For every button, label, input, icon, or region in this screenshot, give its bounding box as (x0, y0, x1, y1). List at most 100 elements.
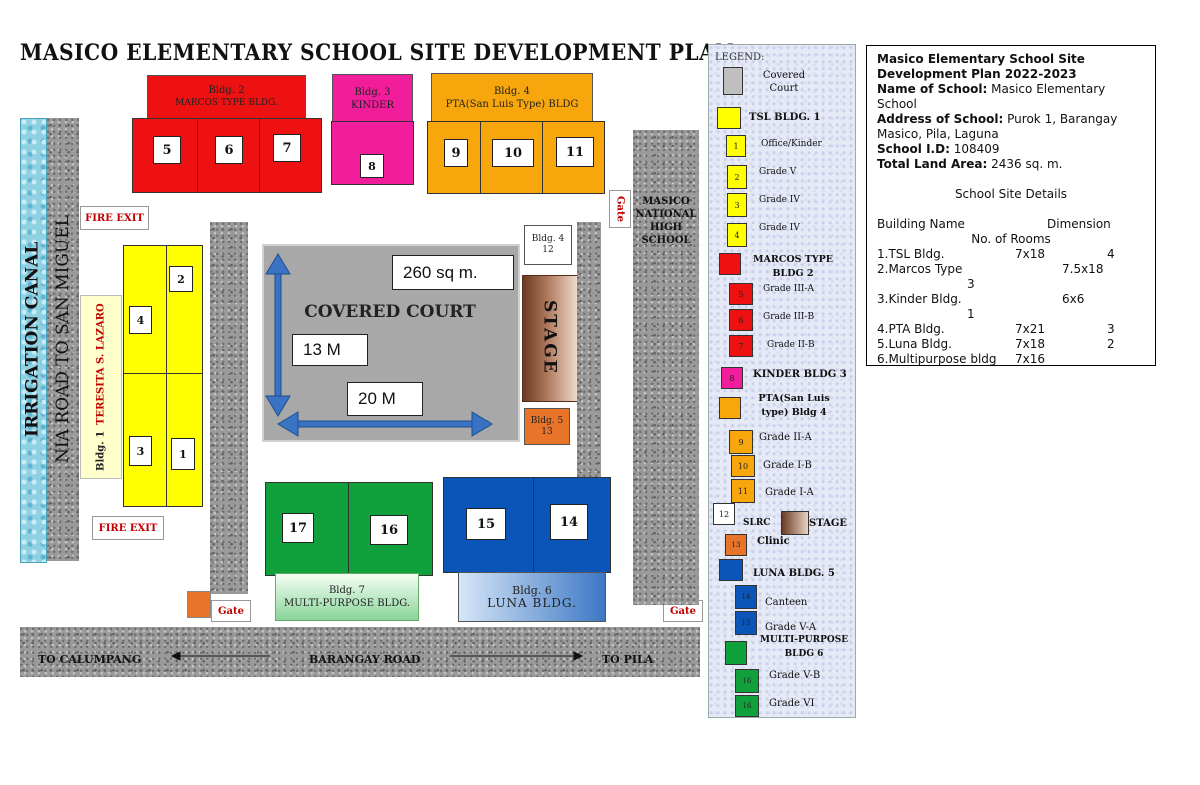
legend-text-kinder: KINDER BLDG 3 (753, 369, 847, 380)
info-id-row: School I.D: 108409 (877, 142, 1145, 157)
bldg2-label: Bldg. 2 (208, 85, 245, 96)
room-3: 3 (129, 436, 152, 466)
hs-line-2: NATIONAL (635, 209, 697, 220)
length-dimension-box: 20 M (347, 382, 423, 416)
legend-swatch-luna (719, 559, 743, 581)
room-10: 10 (492, 139, 534, 167)
legend-text-grade-vi: Grade VI (769, 698, 815, 709)
clinic-small-orange (187, 591, 211, 618)
legend-text-tsl: TSL BLDG. 1 (749, 112, 821, 123)
legend-text-luna: LUNA BLDG. 5 (753, 568, 835, 579)
info-area-row: Total Land Area: 2436 sq. m. (877, 157, 1145, 172)
bldg4b-room: 12 (542, 245, 554, 255)
info-row-rooms: 4 (1107, 247, 1115, 261)
bldg4-label: Bldg. 4 (493, 86, 531, 97)
horizontal-arrow-head-left (277, 411, 299, 437)
info-row-rooms: 3 (967, 277, 975, 291)
road-center-label: BARANGAY ROAD (309, 653, 421, 666)
room-17: 17 (282, 513, 314, 543)
info-row-name: 4.PTA Bldg. (877, 322, 945, 336)
room-1: 1 (171, 438, 195, 470)
room-7: 7 (273, 134, 301, 162)
vertical-arrow-head-top (265, 253, 291, 275)
info-title: Masico Elementary School Site Developmen… (877, 52, 1085, 81)
irrigation-canal (20, 118, 47, 563)
legend-swatch-15: 15 (735, 611, 757, 635)
bldg1-name: TERESITA S. LAZARO (95, 303, 107, 425)
room-9: 9 (444, 139, 468, 167)
horizontal-arrow-head-right (471, 411, 493, 437)
road-right-label: TO PILA (602, 653, 654, 666)
info-row-rooms: 1 (967, 307, 975, 321)
fire-exit-top: FIRE EXIT (80, 206, 149, 230)
bldg4: 9 10 11 (427, 121, 605, 194)
room-11: 11 (556, 137, 594, 167)
info-col-dim: Dimension (1047, 217, 1111, 231)
legend-swatch-11: 11 (731, 479, 755, 503)
bldg5-label: Bldg. 5 (530, 415, 564, 426)
bldg7-label-box: Bldg. 7 MULTI-PURPOSE BLDG. (275, 573, 419, 621)
road-arrows (170, 651, 584, 661)
walkway-left (210, 222, 248, 594)
bldg4b-box: Bldg. 4 12 (524, 225, 572, 265)
info-row-name: 5.Luna Bldg. (877, 337, 952, 351)
room-16: 16 (370, 515, 408, 545)
legend-text-slrc: SLRC (743, 518, 771, 528)
width-dimension-box: 13 M (292, 334, 368, 366)
legend-swatch-stage (781, 511, 809, 535)
room-4: 4 (129, 306, 152, 334)
vertical-arrow-shaft (274, 271, 282, 399)
area-box: 260 sq m. (392, 255, 514, 290)
legend-text-grade-ii-a: Grade II-A (759, 432, 812, 443)
info-address-label: Address of School: (877, 112, 1004, 126)
info-col-name: Building Name (877, 217, 965, 231)
info-row-name: 1.TSL Bldg. (877, 247, 945, 261)
legend-text-office: Office/Kinder (761, 139, 822, 149)
room-14: 14 (550, 504, 588, 540)
info-row-rooms: 3 (1107, 322, 1115, 336)
info-id-value: 108409 (953, 142, 1000, 156)
nia-road (47, 118, 79, 561)
hs-line-1: MASICO (642, 196, 690, 207)
bldg6-label: Bldg. 6 (512, 584, 552, 597)
masico-high-school (633, 130, 699, 605)
bldg2-name: MARCOS TYPE BLDG. (175, 98, 278, 108)
room-6: 6 (215, 136, 243, 164)
legend-text-marcos: MARCOS TYPE BLDG 2 (752, 254, 834, 279)
road-arrow-left-head (170, 651, 181, 661)
bldg1-label: Bldg. 1 (95, 430, 107, 471)
info-row-dim: 7.5x18 (1062, 262, 1104, 276)
legend-text-grade-i-b: Grade I-B (763, 460, 812, 471)
walkway-right (577, 222, 601, 484)
legend-text-grade-iv-a: Grade IV (759, 195, 800, 205)
bldg4-label-box: Bldg. 4 PTA(San Luis Type) BLDG (431, 73, 593, 123)
legend-swatch-tsl (717, 107, 741, 129)
legend-swatch-1: 1 (726, 135, 746, 157)
bldg2: 5 6 7 (132, 118, 322, 193)
bldg7-name: MULTI-PURPOSE BLDG. (283, 598, 411, 609)
legend-swatch-9: 9 (729, 430, 753, 454)
bldg3-label: Bldg. 3 (354, 86, 391, 98)
info-name-row: Name of School: Masico Elementary School (877, 82, 1145, 112)
dimension-arrows (265, 253, 493, 437)
room-8: 8 (360, 154, 384, 178)
info-row-dim: 7x18 (1015, 337, 1046, 351)
vertical-arrow-head-bottom (265, 395, 291, 417)
legend-swatch-5: 5 (729, 283, 753, 305)
bldg7: 17 16 (265, 482, 433, 576)
info-panel: Masico Elementary School Site Developmen… (866, 45, 1156, 366)
legend-text-canteen: Canteen (765, 597, 808, 608)
legend-swatch-4: 4 (727, 223, 747, 247)
legend-text-grade-v-a: Grade V-A (765, 622, 817, 633)
legend-text-stage: STAGE (809, 518, 848, 529)
legend-text-grade-iii-b: Grade III-B (763, 312, 815, 322)
fire-exit-bottom-label: FIRE EXIT (98, 522, 158, 534)
gate-left: Gate (211, 600, 251, 622)
bldg4b-label: Bldg. 4 (531, 234, 565, 244)
legend-swatch-covered-court (723, 67, 743, 95)
